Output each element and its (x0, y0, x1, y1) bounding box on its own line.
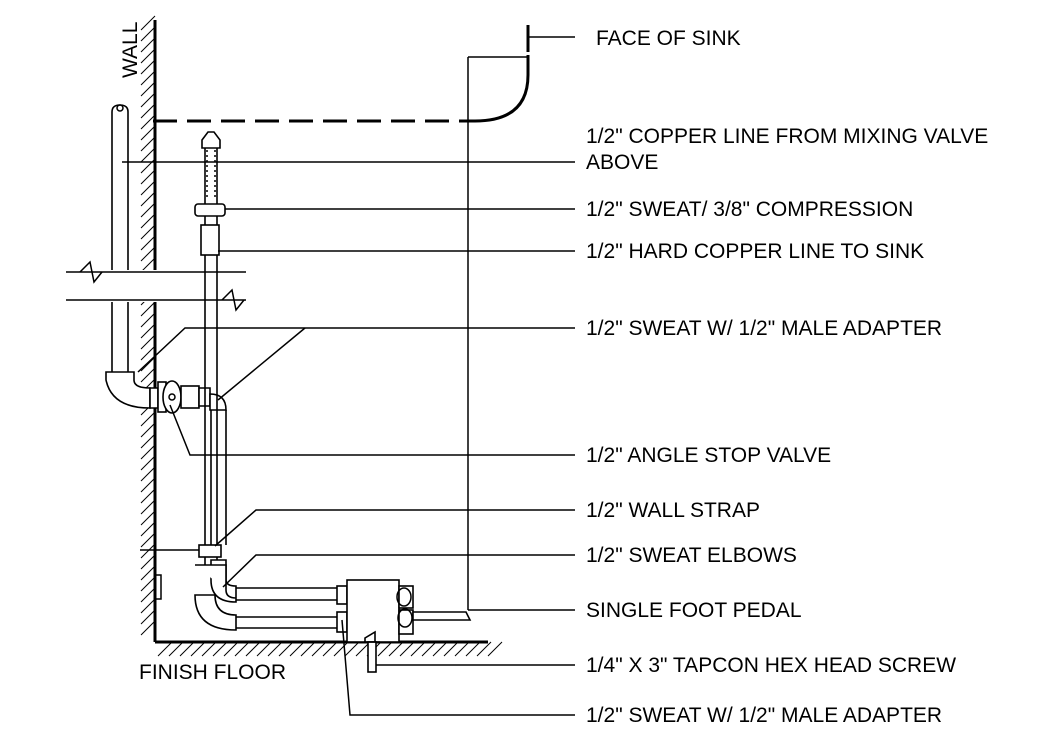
wall (140, 15, 200, 642)
sweat-elbows (194, 559, 338, 631)
wall-hatching (140, 15, 156, 636)
copper-line-from-mixing-valve (105, 104, 159, 409)
label-sweat-male-adapter-bottom: 1/2" SWEAT W/ 1/2" MALE ADAPTER (586, 704, 942, 727)
label-face-of-sink: FACE OF SINK (596, 27, 741, 50)
label-wall-strap: 1/2" WALL STRAP (586, 499, 760, 522)
wall-strap (198, 544, 222, 558)
finish-floor (155, 640, 503, 657)
hard-copper-line-to-sink (194, 131, 227, 565)
floor-hatching (157, 641, 503, 657)
label-angle-stop-valve: 1/2" ANGLE STOP VALVE (586, 444, 831, 467)
label-hard-copper-line: 1/2" HARD COPPER LINE TO SINK (586, 240, 924, 263)
finish-floor-label: FINISH FLOOR (139, 661, 286, 684)
label-tapcon-screw: 1/4" X 3" TAPCON HEX HEAD SCREW (586, 654, 956, 677)
angle-stop-valve (157, 380, 227, 414)
label-sweat-elbows: 1/2" SWEAT ELBOWS (586, 544, 797, 567)
callouts: FACE OF SINK 1/2" COPPER LINE FROM MIXIN… (586, 27, 988, 727)
label-copper-line-mixing-valve-2: ABOVE (586, 151, 658, 174)
tapcon-screw (364, 641, 380, 673)
label-copper-line-mixing-valve: 1/2" COPPER LINE FROM MIXING VALVE (586, 125, 988, 148)
break-line (66, 260, 246, 312)
wall-label: WALL (119, 22, 142, 78)
label-single-foot-pedal: SINGLE FOOT PEDAL (586, 599, 802, 622)
leader-lines (122, 36, 575, 716)
single-foot-pedal (412, 611, 472, 621)
label-sweat-male-adapter-top: 1/2" SWEAT W/ 1/2" MALE ADAPTER (586, 317, 942, 340)
pedal-valve-assembly (336, 579, 472, 643)
label-sweat-compression: 1/2" SWEAT/ 3/8" COMPRESSION (586, 198, 913, 221)
sink-outline (153, 25, 530, 610)
